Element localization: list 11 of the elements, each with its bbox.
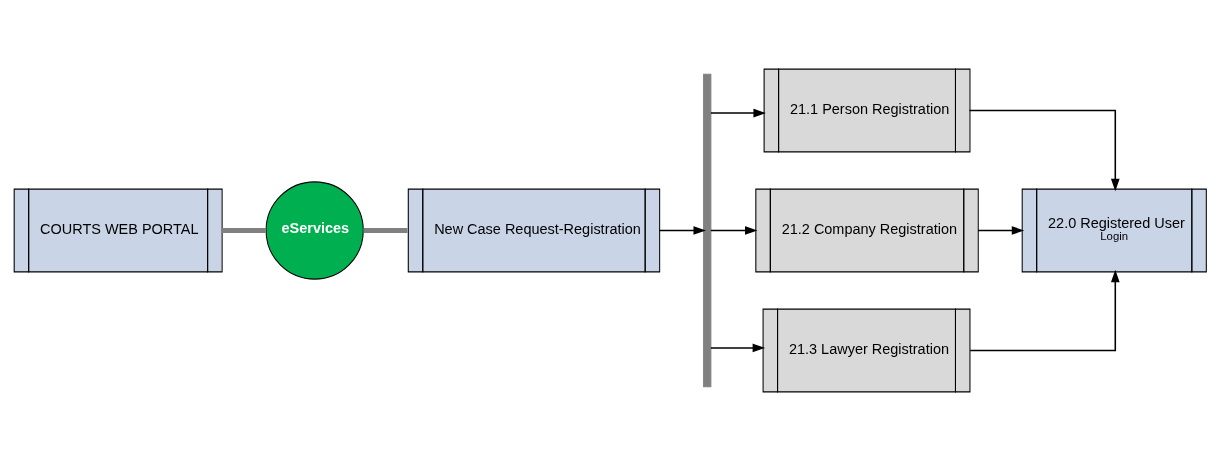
node-circle: eServices [265, 181, 364, 280]
connector [221, 227, 266, 234]
arrow [658, 226, 706, 235]
node-bar [703, 73, 712, 388]
arrow [968, 109, 1120, 192]
connector [363, 227, 408, 234]
arrow [969, 269, 1120, 352]
arrow [710, 226, 758, 235]
arrow [977, 226, 1025, 235]
arrow [710, 108, 766, 118]
arrow [710, 343, 766, 353]
